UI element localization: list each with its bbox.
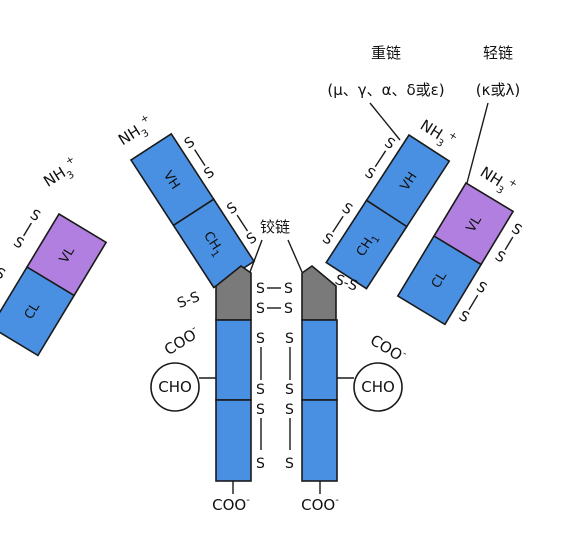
svg-text:S: S (381, 135, 397, 153)
right-cho-label: CHO (361, 378, 395, 396)
heavy-chain-pointer (369, 102, 401, 141)
svg-text:S: S (285, 402, 294, 418)
left-cho: CHO (150, 362, 216, 412)
svg-text:S: S (256, 281, 265, 297)
right-interchain-ss: S-S (333, 272, 360, 295)
svg-text:S: S (473, 279, 489, 297)
right-hinge-region (301, 264, 337, 321)
svg-text:S: S (284, 281, 293, 297)
left-light-intra-ss-2: S S (0, 265, 8, 283)
svg-text:S: S (456, 308, 472, 326)
left-cho-label: CHO (158, 378, 192, 396)
left-light-coo: COO- (161, 323, 203, 359)
svg-text:S: S (0, 265, 8, 283)
svg-text:S: S (244, 230, 260, 248)
svg-text:S: S (339, 200, 355, 218)
heavy-chain-types: (μ、γ、α、δ或ε) (327, 81, 444, 99)
left-stem-coo: COO- (212, 495, 250, 514)
left-heavy-arm: VH CH1 S S S S (129, 132, 260, 289)
svg-text:S: S (256, 382, 265, 398)
right-cl-domain (396, 234, 483, 326)
light-chain-title: 轻链 (483, 44, 513, 62)
right-vl-label: VL (464, 213, 486, 235)
right-light-coo: COO- (367, 330, 409, 366)
svg-text:S: S (492, 248, 508, 266)
svg-text:S: S (256, 331, 265, 347)
left-light-intra-ss-1: S S (11, 207, 44, 253)
right-stem-coo: COO- (301, 495, 339, 514)
light-chain-types: (κ或λ) (476, 81, 520, 99)
right-cho: CHO (337, 362, 403, 412)
left-interchain-ss: S-S (175, 289, 202, 312)
svg-text:S: S (319, 230, 335, 248)
left-light-chain: VL CL S S S S (0, 207, 108, 357)
svg-text:S: S (509, 221, 525, 239)
svg-text:S: S (256, 301, 265, 317)
hinge-label: 铰链 (260, 218, 290, 236)
svg-text:S: S (27, 207, 43, 225)
left-cl-domain (0, 265, 76, 357)
svg-text:S: S (224, 199, 240, 217)
left-fc-ss: S S S S (256, 331, 265, 472)
right-ch3-domain (301, 399, 338, 482)
hinge-disulfide-1: S S (256, 281, 293, 297)
svg-text:S: S (256, 402, 265, 418)
right-ch2-domain (301, 319, 338, 401)
left-stem (215, 265, 252, 482)
heavy-chain-title: 重链 (371, 44, 401, 62)
svg-text:S: S (285, 331, 294, 347)
right-cho-circle (353, 362, 403, 412)
svg-text:S: S (284, 301, 293, 317)
left-ch3-domain (215, 399, 252, 482)
svg-text:S: S (285, 456, 294, 472)
right-stem (301, 264, 338, 482)
right-ch1-domain (325, 199, 408, 290)
left-hinge-region (215, 265, 252, 321)
svg-text:S: S (201, 164, 217, 182)
hinge-disulfide-2: S S (256, 301, 293, 317)
left-light-nh3: NH3+ (39, 154, 83, 194)
svg-text:S: S (182, 134, 198, 152)
svg-text:S: S (11, 234, 27, 252)
svg-text:S: S (362, 165, 378, 183)
left-cho-circle (150, 362, 200, 412)
svg-text:S: S (256, 456, 265, 472)
right-fc-ss: S S S S (285, 331, 294, 472)
svg-text:S: S (285, 382, 294, 398)
left-ch2-domain (215, 319, 252, 401)
left-vl-label: VL (57, 244, 79, 266)
light-chain-pointer (466, 102, 489, 184)
